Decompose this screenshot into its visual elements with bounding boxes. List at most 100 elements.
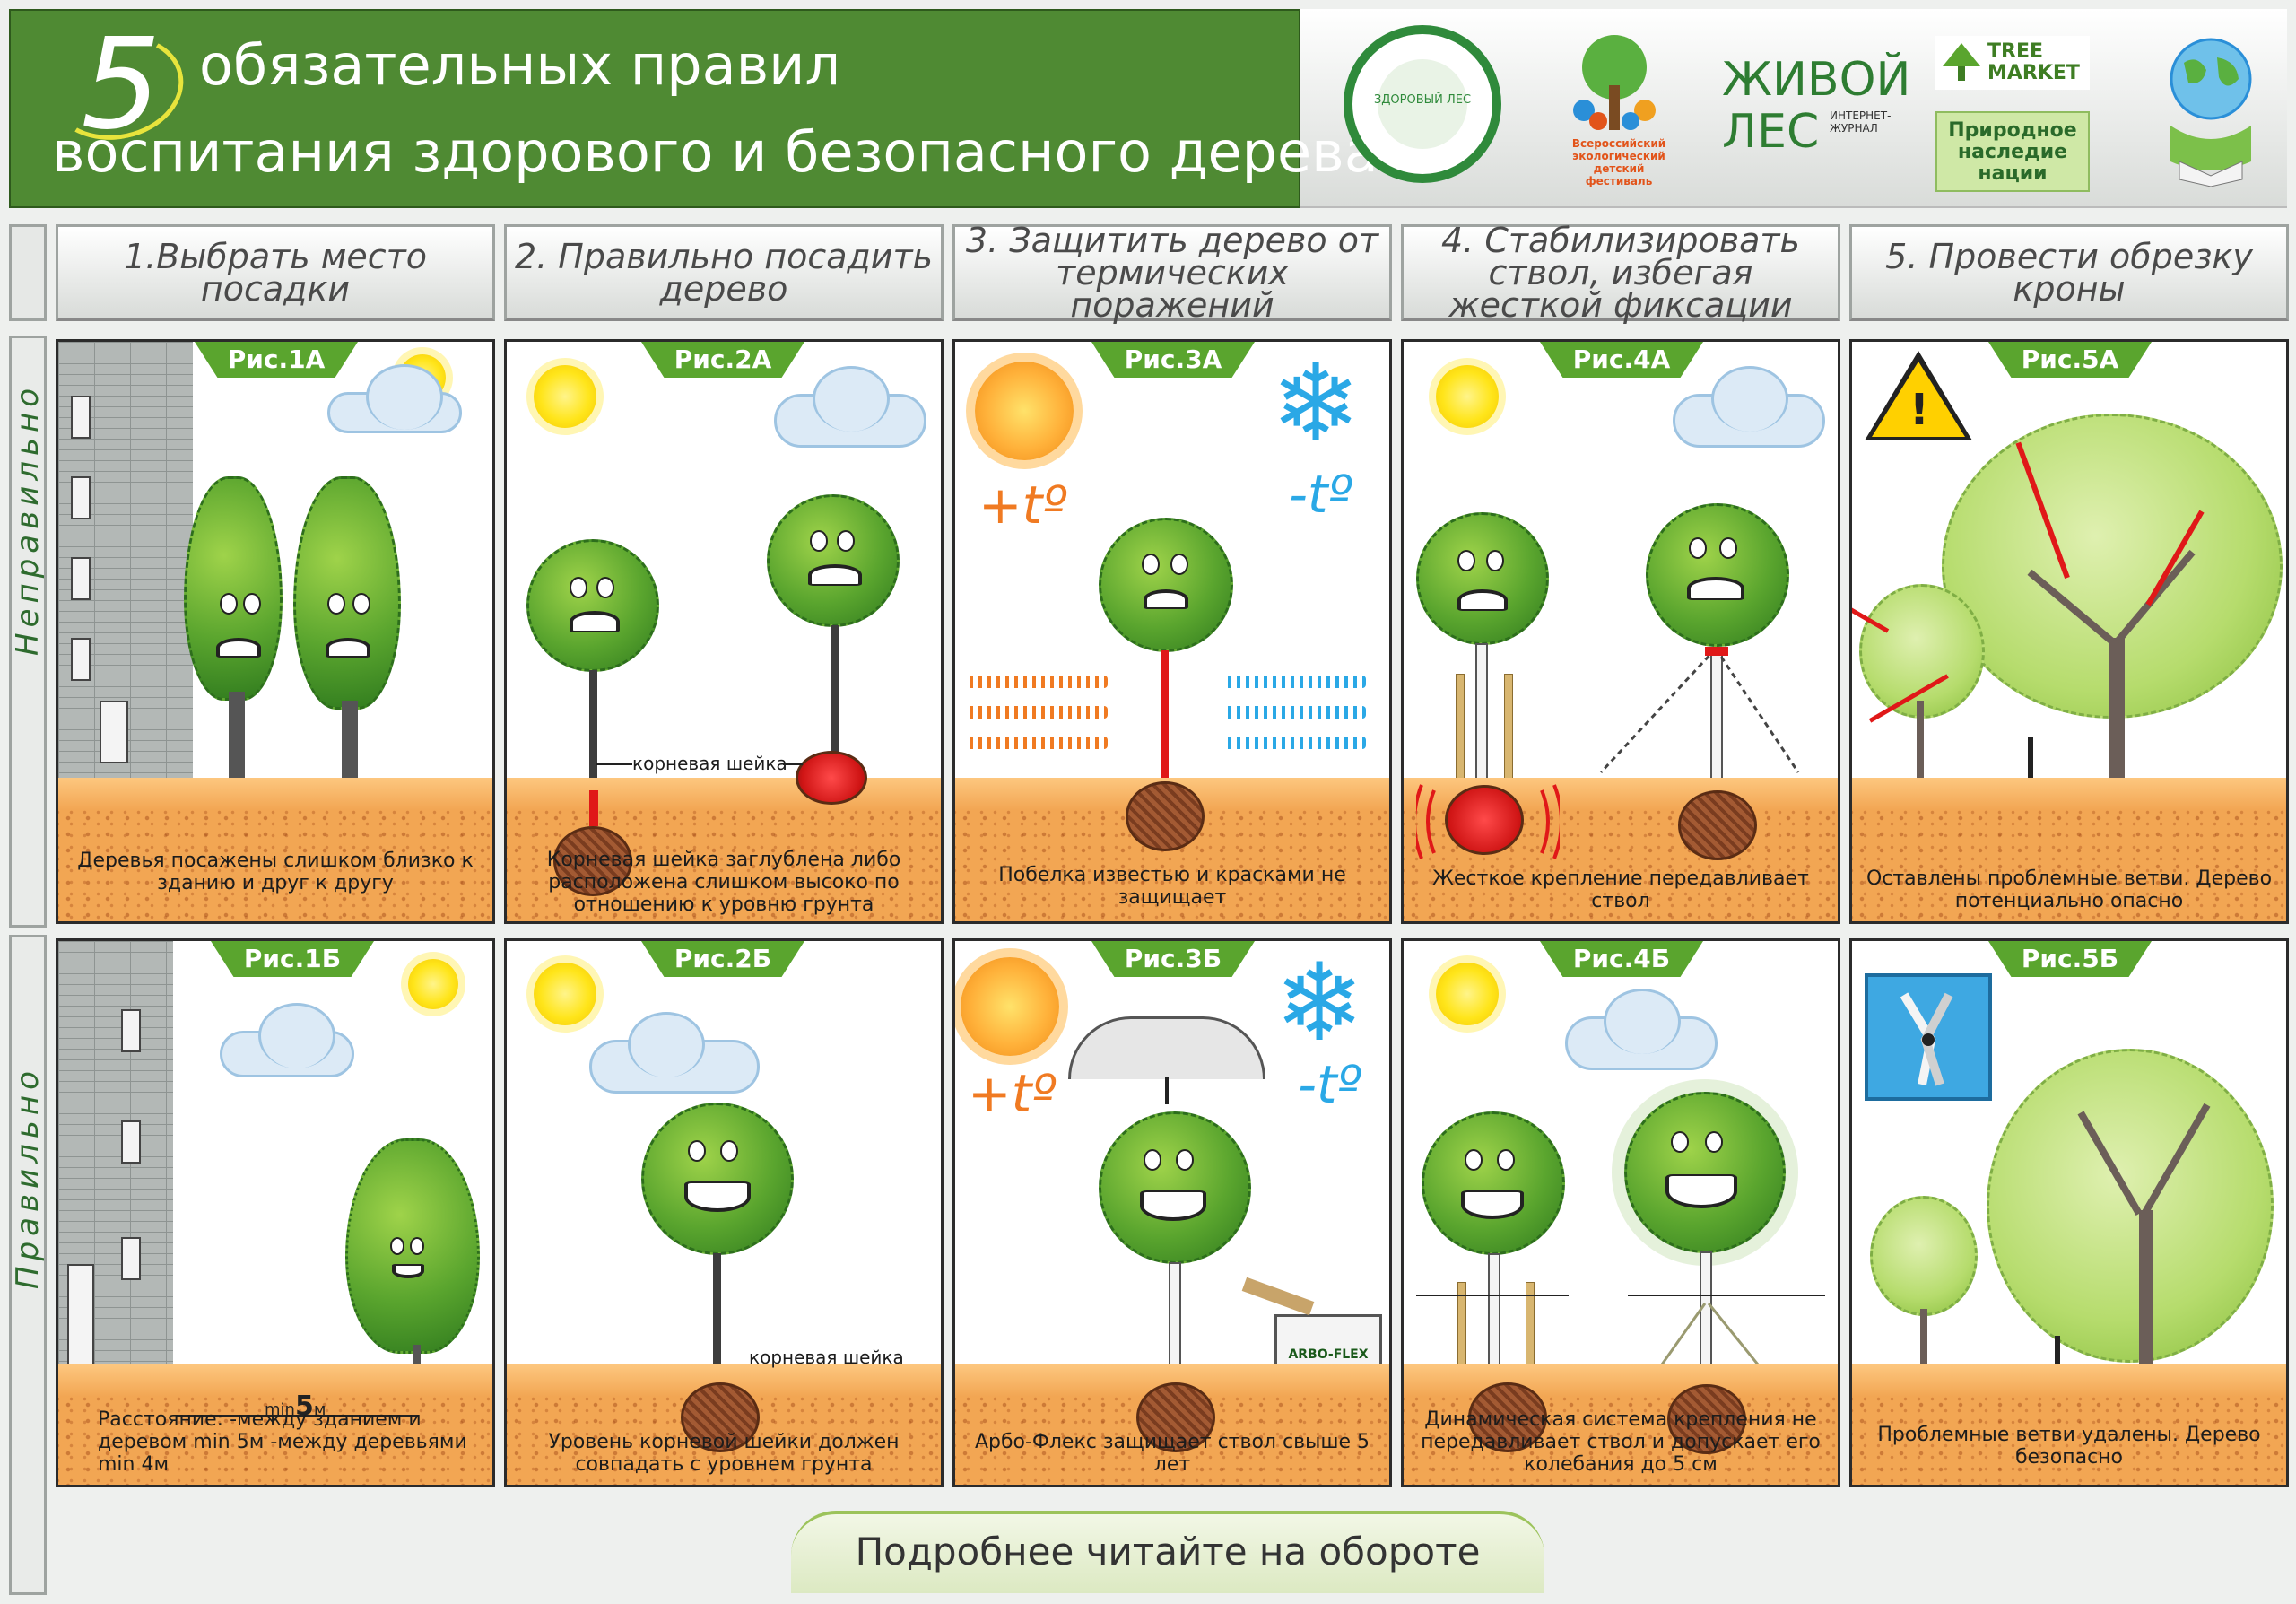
guy-wires	[1599, 647, 1800, 774]
tree-face-eye	[243, 593, 261, 615]
rootball	[1136, 1382, 1215, 1452]
tree-trunk	[831, 625, 839, 760]
root-collar-label: корневая шейка	[749, 1347, 904, 1368]
title-line-1: обязательных правил	[199, 32, 841, 98]
healthy-tree-crown	[1099, 1111, 1251, 1264]
sun-icon	[534, 963, 596, 1025]
tree-face-eye	[1689, 537, 1707, 559]
figure-tab-5a: Рис.5А	[1988, 342, 2152, 378]
sun-icon	[1436, 963, 1499, 1025]
distance-prefix: min	[265, 1400, 295, 1419]
tree-crown	[1099, 518, 1233, 652]
cloud-icon	[1565, 989, 1718, 1070]
globe-book-logo	[2144, 27, 2278, 188]
footer-banner: Подробнее читайте на обороте	[791, 1511, 1544, 1593]
brush-icon	[1241, 1277, 1315, 1316]
cloud-icon	[220, 1003, 354, 1077]
column-header-1: 1.Выбрать место посадки	[56, 224, 495, 321]
vibration-icon	[1416, 784, 1560, 859]
heat-wave	[964, 706, 1108, 719]
heritage-text: Природное наследие нации	[1948, 119, 2077, 185]
rootball	[1126, 781, 1205, 851]
label-leader	[783, 763, 803, 765]
caption-5b: Проблемные ветви удалены. Дерево безопас…	[1877, 1424, 2261, 1469]
cloud-icon	[327, 364, 462, 433]
title-number: 5	[81, 12, 161, 158]
sad-mouth	[1457, 589, 1508, 611]
title-line-2: воспитания здорового и безопасного дерев…	[52, 119, 1378, 185]
tree-face-eye	[1705, 1131, 1723, 1153]
caption-3b: Арбо-Флекс защищает ствол свыше 5 лет	[974, 1431, 1370, 1476]
rootball-raised	[796, 751, 867, 805]
distance-value: 5	[294, 1390, 314, 1422]
rootball-correct	[681, 1382, 760, 1452]
happy-mouth	[1140, 1190, 1206, 1221]
tree-trunk	[1917, 701, 1924, 808]
root-collar-buried-marker	[589, 790, 598, 826]
distance-label: min5м	[265, 1393, 326, 1420]
cloud-icon	[589, 1012, 760, 1094]
school-logo-text: ЗДОРОВЫЙ ЛЕС	[1373, 93, 1472, 107]
tree-crown-deep	[526, 539, 659, 672]
caption-2b: Уровень корневой шейки должен совпадать …	[548, 1431, 900, 1476]
happy-mouth	[392, 1264, 424, 1278]
building-window	[71, 638, 91, 681]
sad-mouth	[326, 638, 370, 658]
healthy-tree-crown-swaying	[1624, 1092, 1786, 1253]
tree-trunk	[2109, 638, 2125, 808]
forest-logo-subtitle: ИНТЕРНЕТ-ЖУРНАЛ	[1830, 109, 1892, 135]
hot-sun-icon	[975, 362, 1074, 460]
building	[58, 941, 173, 1382]
figure-tab-1a: Рис.1А	[195, 342, 358, 378]
soil	[58, 778, 492, 921]
natural-heritage-logo: Природное наследие нации	[1935, 111, 2090, 192]
panel-4b: Рис.4Б Динамическая система крепления не…	[1401, 938, 1840, 1487]
healthy-tree-crown	[1422, 1111, 1565, 1255]
soil	[1852, 1364, 2286, 1485]
panel-4a: Рис.4А Жесткое крепление передавливает с…	[1401, 339, 1840, 924]
root-collar-label: корневая шейка	[632, 753, 787, 774]
figure-tab-2a: Рис.2А	[641, 342, 804, 378]
caption-1a: Деревья посажены слишком близко к зданию…	[77, 850, 474, 894]
tree-face-eye	[220, 593, 238, 615]
tree-face-eye	[1465, 1149, 1483, 1171]
tree-crown-guyed	[1646, 503, 1789, 647]
cold-wave	[1222, 676, 1366, 688]
small-tree-crown	[1859, 584, 1985, 719]
tree-face-eye	[570, 577, 587, 598]
panel-5a: Рис.5А ! Оставлены проблемные ветви. Дер…	[1849, 339, 2289, 924]
happy-mouth	[1665, 1174, 1737, 1208]
row-label-box-right	[9, 935, 47, 1595]
soil	[58, 1364, 492, 1485]
forest-logo-title: ЖИВОЙ ЛЕС	[1722, 53, 1911, 159]
tree-trunk	[342, 701, 358, 781]
column-header-4: 4. Стабилизировать ствол, избегая жестко…	[1401, 223, 1840, 322]
heat-wave	[964, 737, 1108, 749]
heat-wave	[964, 676, 1108, 688]
sad-mouth	[570, 611, 620, 632]
row-label-wrong-text: Неправильно	[10, 382, 46, 656]
distance-line	[177, 1415, 419, 1417]
tree-face-eye	[1671, 1131, 1689, 1153]
tree-face-eye	[1719, 537, 1737, 559]
heat-temperature-label: +tº	[978, 475, 1067, 536]
umbrella-handle	[1165, 1077, 1169, 1104]
building-door	[100, 701, 128, 763]
sad-mouth	[1687, 577, 1744, 600]
row-label-wrong: Неправильно	[10, 383, 46, 656]
soil	[1852, 778, 2286, 921]
snowflake-icon: ❄	[1274, 941, 1365, 1066]
cold-temperature-label: -tº	[1298, 1054, 1361, 1115]
crowded-tree-right	[293, 476, 401, 710]
figure-tab-5b: Рис.5Б	[1988, 941, 2152, 977]
crowded-tree-left	[184, 476, 283, 701]
tree-face-eye	[1486, 550, 1504, 571]
hot-sun-icon	[961, 957, 1059, 1056]
caption-4b: Динамическая система крепления не переда…	[1421, 1408, 1821, 1476]
happy-mouth	[684, 1181, 751, 1212]
tree-crown-high	[767, 494, 900, 627]
sad-mouth	[1144, 589, 1188, 609]
building	[58, 342, 193, 781]
tree-market-logo: TREE MARKET	[1935, 36, 2090, 90]
